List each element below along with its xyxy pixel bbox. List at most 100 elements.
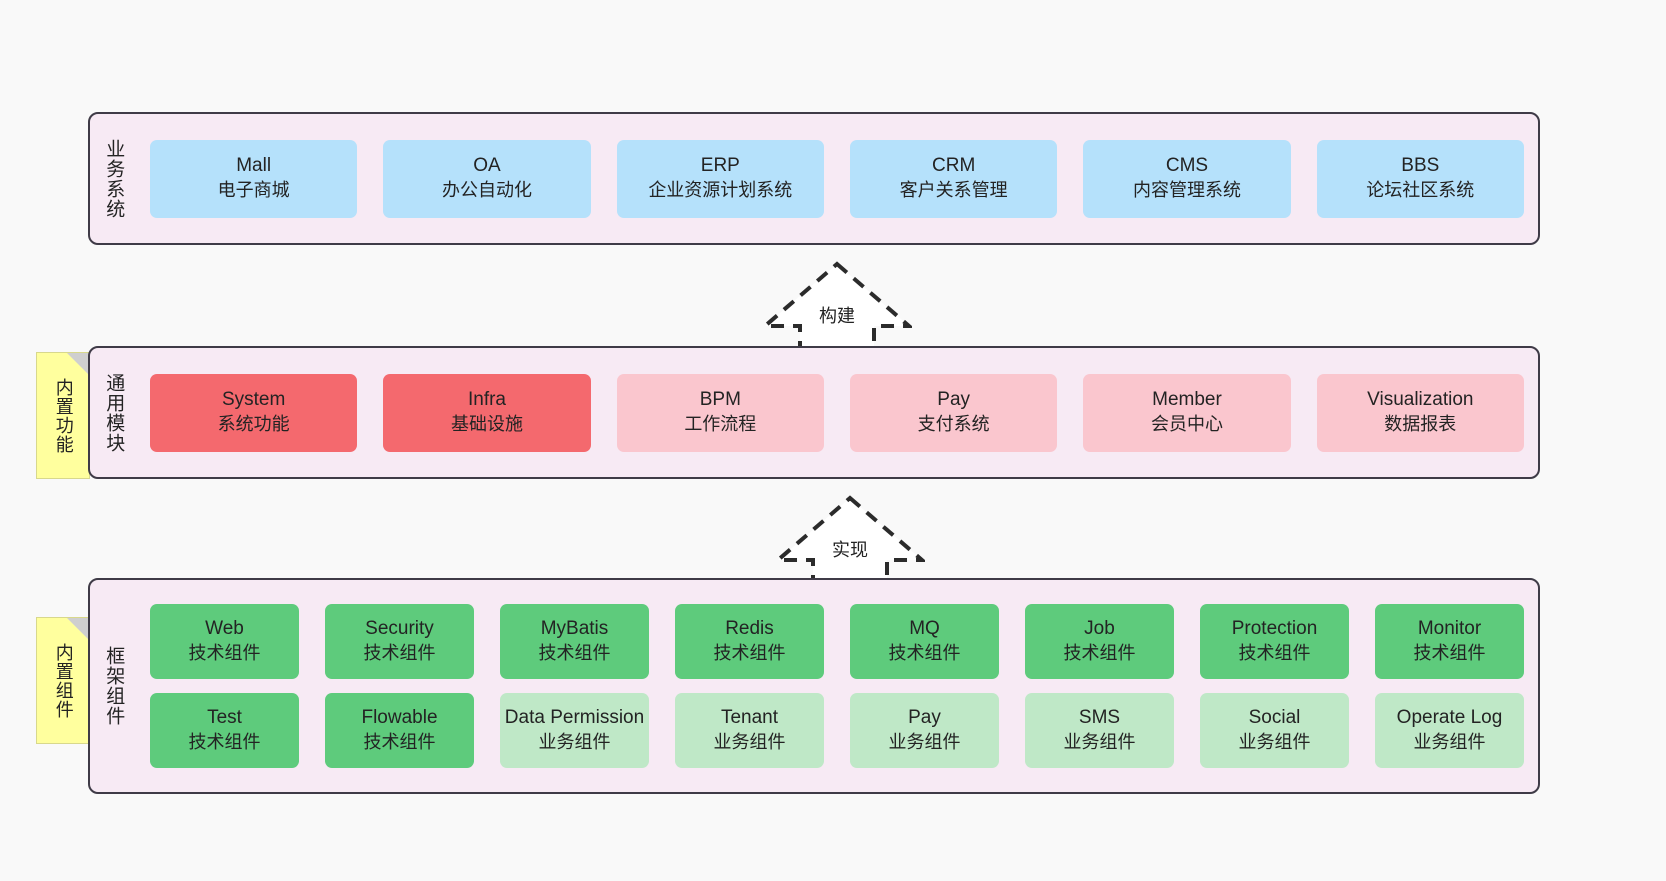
cell-title-cn: 技术组件 <box>363 732 436 753</box>
framework-business-card-0[interactable]: Test 技术组件 <box>150 693 299 768</box>
cell-title-cn: 办公自动化 <box>441 180 532 201</box>
general-module-card-5[interactable]: Visualization 数据报表 <box>1316 373 1524 452</box>
cell-title-cn: 技术组件 <box>188 732 261 753</box>
cell-title-en: Data Permission <box>504 707 645 729</box>
cell-title-cn: 技术组件 <box>888 643 961 664</box>
cell-title-cn: 业务组件 <box>1063 732 1136 753</box>
framework-tech-card-4[interactable]: MQ 技术组件 <box>850 604 999 679</box>
cell-title-cn: 支付系统 <box>917 414 990 435</box>
framework-business-card-4[interactable]: Pay 业务组件 <box>850 693 999 768</box>
framework-business-card-5[interactable]: SMS 业务组件 <box>1025 693 1174 768</box>
sticky-note-framework-label: 内置组件 <box>53 642 74 719</box>
cell-title-cn: 技术组件 <box>363 643 436 664</box>
business-system-card-3[interactable]: CRM 客户关系管理 <box>849 139 1058 218</box>
cell-title-en: CMS <box>1165 155 1209 177</box>
cell-title-en: Tenant <box>720 707 779 729</box>
framework-tech-card-2[interactable]: MyBatis 技术组件 <box>500 604 649 679</box>
cell-title-en: Pay <box>908 707 941 729</box>
cell-title-en: Operate Log <box>1396 707 1503 729</box>
cell-title-cn: 技术组件 <box>538 643 611 664</box>
cell-title-en: CRM <box>932 155 976 177</box>
cell-title-en: Job <box>1084 618 1115 640</box>
business-system-card-4[interactable]: CMS 内容管理系统 <box>1083 139 1291 218</box>
cell-title-cn: 技术组件 <box>188 643 261 664</box>
cell-title-en: Redis <box>725 618 774 640</box>
cell-title-cn: 业务组件 <box>538 732 611 753</box>
cell-title-cn: 电子商城 <box>217 180 290 201</box>
general-module-card-3[interactable]: Pay 支付系统 <box>849 373 1058 452</box>
cell-title-cn: 数据报表 <box>1384 414 1457 435</box>
layer-modules-title: 通用模块 <box>103 372 125 453</box>
cell-title-cn: 企业资源计划系统 <box>648 180 793 201</box>
business-system-card-2[interactable]: ERP 企业资源计划系统 <box>616 139 824 218</box>
business-system-card-0[interactable]: Mall 电子商城 <box>150 139 358 218</box>
cell-title-cn: 会员中心 <box>1150 414 1223 435</box>
cell-title-en: MQ <box>909 618 940 640</box>
cell-title-en: SMS <box>1078 707 1121 729</box>
cell-title-en: Pay <box>937 389 971 411</box>
cell-title-en: Monitor <box>1417 618 1482 640</box>
cell-title-en: Social <box>1248 707 1301 729</box>
cell-title-cn: 技术组件 <box>1063 643 1136 664</box>
cell-title-en: Web <box>205 618 244 640</box>
sticky-note-builtin-component: 内置组件 <box>36 617 90 744</box>
sticky-fold-icon <box>67 353 89 375</box>
framework-tech-card-1[interactable]: Security 技术组件 <box>325 604 474 679</box>
cell-title-en: MyBatis <box>540 618 609 640</box>
cell-title-cn: 技术组件 <box>1238 643 1311 664</box>
cell-title-en: Mall <box>236 155 272 177</box>
cell-title-en: ERP <box>700 155 740 177</box>
framework-tech-card-0[interactable]: Web 技术组件 <box>150 604 299 679</box>
framework-tech-card-7[interactable]: Monitor 技术组件 <box>1375 604 1524 679</box>
connector-implement-arrow: 实现 <box>775 492 925 584</box>
cell-title-cn: 业务组件 <box>713 732 786 753</box>
cell-title-cn: 论坛社区系统 <box>1366 180 1475 201</box>
framework-tech-card-5[interactable]: Job 技术组件 <box>1025 604 1174 679</box>
framework-business-card-2[interactable]: Data Permission 业务组件 <box>500 693 649 768</box>
cell-title-cn: 业务组件 <box>888 732 961 753</box>
layer-framework-components: 框架组件 Web 技术组件 Security 技术组件 MyBatis 技术组件 Redis… <box>88 578 1540 794</box>
framework-business-card-1[interactable]: Flowable 技术组件 <box>325 693 474 768</box>
cell-title-en: Member <box>1152 389 1222 411</box>
layer-business-title: 业务系统 <box>103 138 125 219</box>
framework-tech-card-6[interactable]: Protection 技术组件 <box>1200 604 1349 679</box>
cell-title-en: Flowable <box>361 707 438 729</box>
sticky-note-builtin-function: 内置功能 <box>36 352 90 479</box>
layer-framework-title: 框架组件 <box>103 646 125 726</box>
general-module-card-0[interactable]: System 系统功能 <box>150 373 358 452</box>
cell-title-cn: 客户关系管理 <box>899 180 1008 201</box>
cell-title-cn: 业务组件 <box>1413 732 1486 753</box>
cell-title-cn: 基础设施 <box>450 414 523 435</box>
connector-build-arrow: 构建 <box>762 258 912 350</box>
cell-title-en: BBS <box>1401 155 1440 177</box>
cell-title-cn: 技术组件 <box>1413 643 1486 664</box>
general-module-card-1[interactable]: Infra 基础设施 <box>383 373 591 452</box>
cell-title-cn: 工作流程 <box>684 414 757 435</box>
cell-title-cn: 内容管理系统 <box>1132 180 1241 201</box>
sticky-note-modules-label: 内置功能 <box>53 377 74 454</box>
framework-business-card-3[interactable]: Tenant 业务组件 <box>675 693 824 768</box>
cell-title-en: Infra <box>467 389 506 411</box>
cell-title-en: Protection <box>1231 618 1318 640</box>
cell-title-en: Test <box>207 707 242 729</box>
framework-business-card-7[interactable]: Operate Log 业务组件 <box>1375 693 1524 768</box>
cell-title-en: Visualization <box>1367 389 1474 411</box>
cell-title-en: System <box>221 389 286 411</box>
general-module-card-4[interactable]: Member 会员中心 <box>1083 373 1291 452</box>
business-system-card-5[interactable]: BBS 论坛社区系统 <box>1316 139 1524 218</box>
cell-title-en: Security <box>365 618 434 640</box>
cell-title-cn: 系统功能 <box>217 414 290 435</box>
